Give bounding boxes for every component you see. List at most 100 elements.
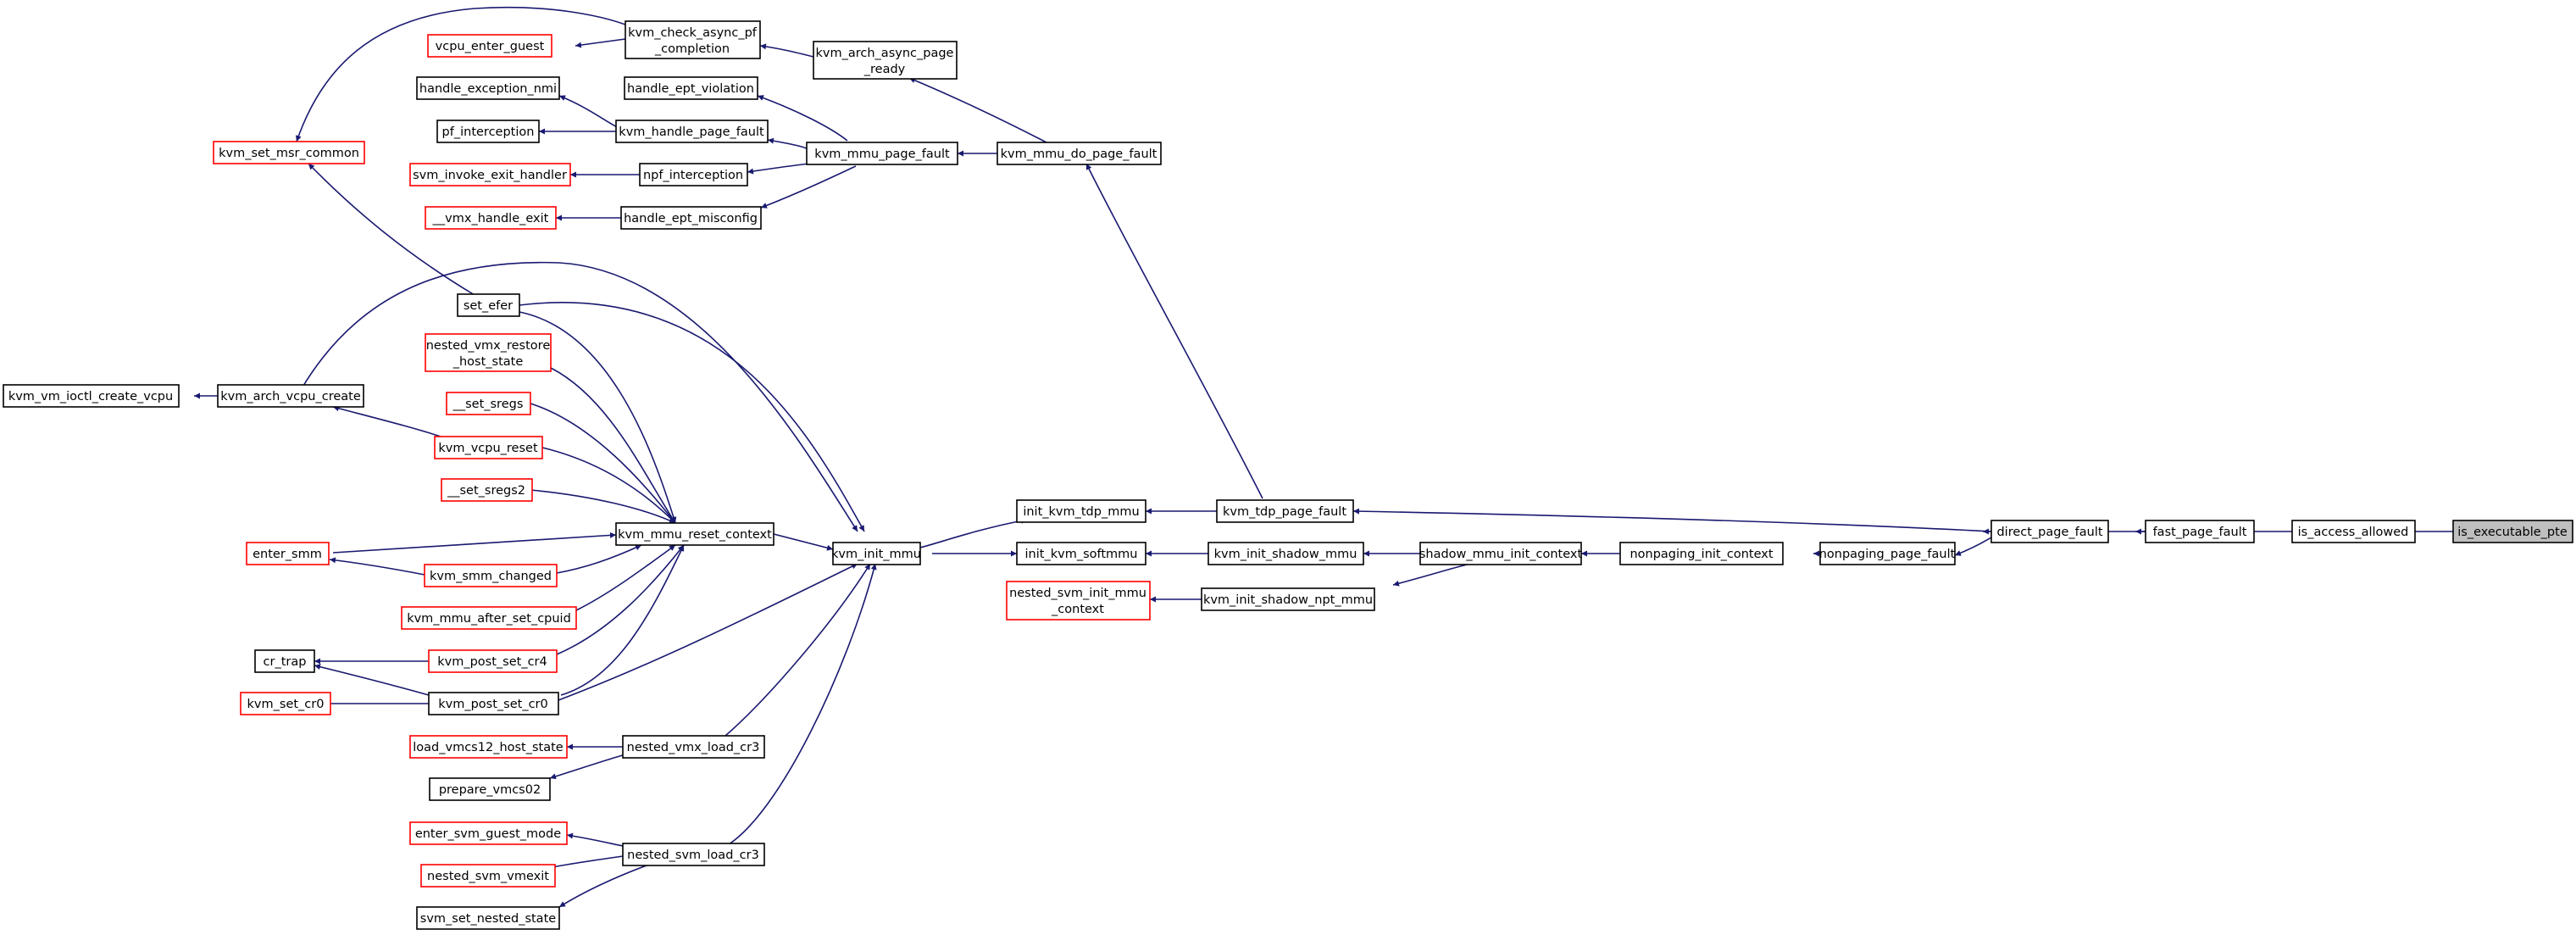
- edge-kvm_mmu_reset_context-kvm_post_set_cr4: [556, 544, 685, 655]
- node-label: kvm_arch_vcpu_create: [220, 390, 361, 403]
- node-vmx_handle_exit[interactable]: __vmx_handle_exit: [425, 206, 557, 230]
- node-label: __set_sregs2: [447, 484, 525, 498]
- node-kvm_mmu_after_set_cpuid[interactable]: kvm_mmu_after_set_cpuid: [401, 606, 577, 630]
- node-label: nonpaging_page_fault: [1819, 548, 1956, 561]
- node-enter_smm[interactable]: enter_smm: [246, 542, 330, 565]
- node-vcpu_enter_guest[interactable]: vcpu_enter_guest: [427, 34, 552, 58]
- node-nested_vmx_restore_host_state[interactable]: nested_vmx_restore _host_state: [425, 333, 552, 372]
- node-nested_svm_load_cr3[interactable]: nested_svm_load_cr3: [622, 843, 765, 866]
- node-cr_trap[interactable]: cr_trap: [254, 649, 315, 673]
- node-fast_page_fault[interactable]: fast_page_fault: [2145, 520, 2255, 543]
- edge-kvm_check_async_pf_completion-kvm_arch_async_page_ready: [759, 43, 814, 58]
- node-label: kvm_init_shadow_mmu: [1214, 548, 1357, 561]
- node-label: load_vmcs12_host_state: [413, 741, 564, 754]
- node-label: nested_svm_vmexit: [427, 870, 549, 883]
- node-kvm_vcpu_reset[interactable]: kvm_vcpu_reset: [434, 436, 543, 459]
- node-kvm_init_mmu[interactable]: kvm_init_mmu: [831, 542, 921, 565]
- node-init_kvm_softmmu[interactable]: init_kvm_softmmu: [1016, 542, 1146, 565]
- node-pf_interception[interactable]: pf_interception: [436, 120, 540, 143]
- node-label: kvm_handle_page_fault: [619, 125, 764, 139]
- node-kvm_smm_changed[interactable]: kvm_smm_changed: [424, 564, 558, 587]
- edge-kvm_mmu_reset_context-enter_smm: [332, 532, 617, 554]
- node-label: pf_interception: [442, 125, 535, 139]
- node-label-line1: kvm_check_async_pf: [628, 26, 758, 40]
- node-label: kvm_mmu_do_page_fault: [1001, 147, 1158, 161]
- node-kvm_set_cr0[interactable]: kvm_set_cr0: [240, 692, 331, 715]
- edge-handle_exception_nmi-kvm_handle_page_fault: [558, 95, 619, 129]
- edge-kvm_init_mmu-nested_svm_load_cr3: [725, 563, 877, 847]
- node-label: handle_exception_nmi: [419, 82, 557, 96]
- node-label: kvm_tdp_page_fault: [1223, 505, 1346, 519]
- node-label: handle_ept_misconfig: [624, 212, 758, 225]
- edge-kvm_mmu_reset_context-kvm_vcpu_reset: [541, 447, 676, 524]
- node-nested_vmx_load_cr3[interactable]: nested_vmx_load_cr3: [622, 735, 765, 759]
- node-kvm_tdp_page_fault[interactable]: kvm_tdp_page_fault: [1216, 499, 1354, 523]
- node-handle_ept_misconfig[interactable]: handle_ept_misconfig: [620, 206, 762, 230]
- node-handle_ept_violation[interactable]: handle_ept_violation: [624, 76, 758, 100]
- node-kvm_mmu_reset_context[interactable]: kvm_mmu_reset_context: [615, 522, 774, 546]
- node-kvm_arch_async_page_ready[interactable]: kvm_arch_async_page _ready: [813, 41, 958, 80]
- node-svm_invoke_exit_handler[interactable]: svm_invoke_exit_handler: [409, 163, 571, 186]
- nodes: is_executable_pte is_access_allowed fast…: [3, 20, 2573, 930]
- edge-kvm_mmu_reset_context-set_efer: [519, 311, 677, 524]
- node-svm_set_nested_state[interactable]: svm_set_nested_state: [416, 906, 560, 930]
- node-label-line1: kvm_arch_async_page: [816, 47, 954, 60]
- edge-handle_ept_violation-kvm_mmu_page_fault: [757, 95, 848, 142]
- edge-kvm_mmu_reset_context-set_sregs: [530, 403, 676, 524]
- node-kvm_post_set_cr0[interactable]: kvm_post_set_cr0: [428, 692, 559, 715]
- node-npf_interception[interactable]: npf_interception: [639, 163, 748, 186]
- node-kvm_vm_ioctl_create_vcpu[interactable]: kvm_vm_ioctl_create_vcpu: [3, 384, 180, 408]
- edge-kvm_mmu_reset_context-nested_vmx_restore_host_state: [550, 367, 676, 524]
- node-label: nested_svm_load_cr3: [627, 849, 759, 862]
- node-label: kvm_post_set_cr0: [438, 698, 548, 711]
- node-kvm_handle_page_fault[interactable]: kvm_handle_page_fault: [615, 120, 769, 143]
- node-label: nonpaging_init_context: [1629, 548, 1773, 561]
- node-label: __set_sregs: [452, 398, 524, 411]
- node-shadow_mmu_init_context[interactable]: shadow_mmu_init_context: [1419, 542, 1583, 565]
- node-set_sregs[interactable]: __set_sregs: [446, 392, 531, 415]
- node-prepare_vmcs02[interactable]: prepare_vmcs02: [429, 777, 551, 801]
- edge-kvm_init_mmu-set_efer: [519, 302, 865, 532]
- node-set_efer[interactable]: set_efer: [457, 293, 520, 317]
- node-kvm_set_msr_common[interactable]: kvm_set_msr_common: [213, 141, 365, 164]
- node-label-line2: _completion: [654, 42, 730, 56]
- node-is_executable_pte[interactable]: is_executable_pte: [2452, 520, 2573, 543]
- node-nested_svm_vmexit[interactable]: nested_svm_vmexit: [420, 864, 556, 888]
- node-label: svm_set_nested_state: [420, 912, 556, 926]
- node-direct_page_fault[interactable]: direct_page_fault: [1990, 520, 2109, 543]
- node-label: npf_interception: [643, 169, 743, 182]
- node-label: kvm_vcpu_reset: [438, 442, 538, 455]
- node-kvm_arch_vcpu_create[interactable]: kvm_arch_vcpu_create: [217, 384, 364, 408]
- node-nonpaging_page_fault[interactable]: nonpaging_page_fault: [1819, 542, 1956, 565]
- node-handle_exception_nmi[interactable]: handle_exception_nmi: [416, 76, 560, 100]
- node-is_access_allowed[interactable]: is_access_allowed: [2291, 520, 2416, 543]
- edge-set_efer-kvm_set_msr_common: [308, 163, 475, 296]
- edge-vcpu_enter_guest-kvm_check_async_pf_completion: [575, 38, 626, 48]
- node-nonpaging_init_context[interactable]: nonpaging_init_context: [1619, 542, 1784, 565]
- node-kvm_init_shadow_npt_mmu[interactable]: kvm_init_shadow_npt_mmu: [1201, 587, 1375, 611]
- node-label-line2: _host_state: [452, 355, 524, 369]
- edge-nested_vmx_load_cr3-prepare_vmcs02: [549, 754, 626, 780]
- edge-kvm_mmu_reset_context-kvm_smm_changed: [556, 544, 642, 574]
- node-kvm_check_async_pf_completion[interactable]: kvm_check_async_pf _completion: [625, 20, 761, 59]
- edge-handle_ept_misconfig-kvm_mmu_page_fault: [760, 165, 857, 209]
- node-label: is_access_allowed: [2298, 526, 2409, 539]
- node-init_kvm_tdp_mmu[interactable]: init_kvm_tdp_mmu: [1016, 499, 1146, 523]
- node-nested_svm_init_mmu_context[interactable]: nested_svm_init_mmu _context: [1006, 581, 1151, 621]
- node-load_vmcs12_host_state[interactable]: load_vmcs12_host_state: [409, 735, 568, 759]
- node-label: kvm_mmu_after_set_cpuid: [407, 612, 571, 626]
- edge-kvm_init_mmu-kvm_arch_vcpu_create: [300, 261, 858, 532]
- node-label: kvm_post_set_cr4: [437, 655, 547, 669]
- node-kvm_post_set_cr4[interactable]: kvm_post_set_cr4: [428, 649, 558, 673]
- node-label: enter_svm_guest_mode: [415, 827, 561, 841]
- edge-kvm_set_msr_common-kvm_check_async_pf_completion: [295, 6, 636, 142]
- node-label: fast_page_fault: [2153, 526, 2247, 539]
- node-enter_svm_guest_mode[interactable]: enter_svm_guest_mode: [409, 821, 568, 845]
- edge-kvm_mmu_do_page_fault-kvm_tdp_page_fault: [1085, 163, 1263, 499]
- node-kvm_init_shadow_mmu[interactable]: kvm_init_shadow_mmu: [1208, 542, 1364, 565]
- node-kvm_mmu_page_fault[interactable]: kvm_mmu_page_fault: [806, 142, 958, 165]
- node-kvm_mmu_do_page_fault[interactable]: kvm_mmu_do_page_fault: [997, 142, 1162, 165]
- node-label: kvm_vm_ioctl_create_vcpu: [8, 390, 173, 403]
- node-set_sregs2[interactable]: __set_sregs2: [441, 478, 533, 502]
- node-label: svm_invoke_exit_handler: [413, 169, 567, 182]
